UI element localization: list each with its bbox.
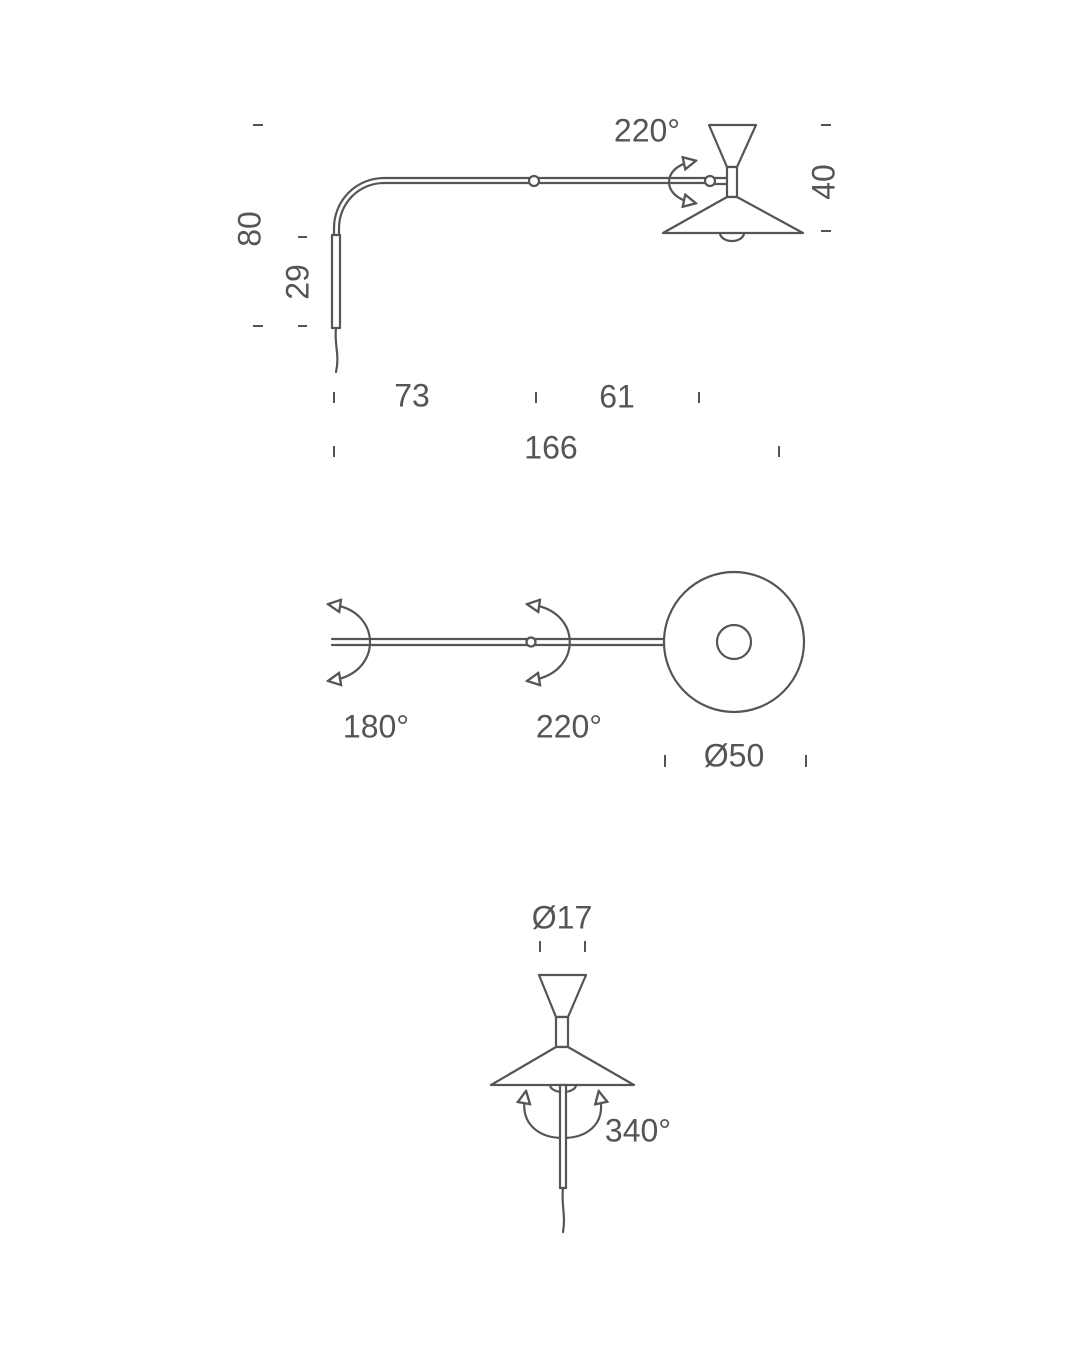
- front-rotation-label: 340°: [605, 1112, 671, 1148]
- wall-rotation-label: 180°: [343, 708, 409, 744]
- side-rotation-label: 220°: [614, 112, 680, 148]
- shade-joint: [703, 174, 717, 188]
- upper-cone: [707, 123, 758, 169]
- shade-opening: [715, 623, 753, 661]
- upper-cone-front: [537, 973, 588, 1019]
- arm: [332, 176, 712, 237]
- lower-shade-front: [489, 1045, 636, 1087]
- joint-rotation-arrow: [533, 605, 571, 680]
- total-length-label: 166: [524, 429, 577, 465]
- bulb: [718, 231, 746, 243]
- arm-segment-2-label: 61: [599, 378, 635, 414]
- joint-rotation-label: 220°: [536, 708, 602, 744]
- wall-bracket: [330, 233, 342, 330]
- lower-shade: [661, 195, 805, 235]
- top-view: 180° 220° Ø50: [330, 570, 807, 773]
- bracket-height-label: 29: [279, 264, 315, 300]
- neck: [725, 165, 739, 199]
- pole-front: [558, 1083, 568, 1190]
- shade-height-label: 40: [805, 164, 841, 200]
- height-total-label: 80: [231, 211, 267, 247]
- arm-top: [330, 637, 666, 647]
- top-diameter-label: Ø17: [532, 899, 592, 935]
- arm-joint-top: [525, 636, 537, 648]
- side-view: 220° 80 29 40 73 61 166: [231, 112, 841, 465]
- shade-top: [662, 570, 806, 714]
- neck-front: [554, 1015, 570, 1049]
- power-cord: [334, 326, 339, 374]
- rotation-arrow: [667, 162, 690, 202]
- power-cord-front: [561, 1186, 566, 1234]
- front-view: Ø17 340°: [489, 899, 671, 1234]
- arm-joint: [527, 174, 541, 188]
- arm-segment-1-label: 73: [394, 377, 430, 413]
- wall-rotation-arrow: [334, 605, 371, 680]
- shade-diameter-label: Ø50: [704, 737, 764, 773]
